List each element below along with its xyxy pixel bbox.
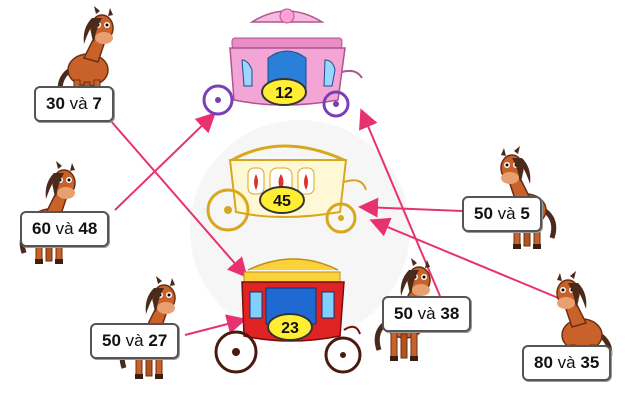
badge-red bbox=[267, 313, 313, 341]
horse-1-a: 30 bbox=[46, 94, 65, 113]
horse-label-2: 60 và 48 bbox=[20, 211, 110, 247]
horse-label-4: 50 và 5 bbox=[462, 196, 542, 232]
horse-4-conj: và bbox=[497, 204, 516, 223]
horse-4-a: 50 bbox=[474, 204, 493, 223]
horse-3-b: 27 bbox=[148, 331, 168, 350]
arrow-h6-to-gold bbox=[369, 217, 569, 303]
arrow-h2-to-pink bbox=[114, 112, 216, 211]
horse-1-b: 7 bbox=[92, 94, 102, 113]
arrow-layer bbox=[109, 108, 569, 336]
value-pink: 12 bbox=[275, 85, 293, 102]
horse-1-conj: và bbox=[69, 94, 88, 113]
horse-5-a: 50 bbox=[394, 304, 413, 323]
carriage-gold: 45 bbox=[206, 144, 367, 234]
value-gold: 45 bbox=[273, 193, 291, 210]
horse-4-b: 5 bbox=[520, 204, 530, 223]
horse-5-conj: và bbox=[417, 304, 436, 323]
horse-5-b: 38 bbox=[440, 304, 460, 323]
horse-2-conj: và bbox=[55, 219, 74, 238]
horse-label-3: 50 và 27 bbox=[90, 323, 180, 359]
arrow-h3-to-red bbox=[184, 314, 247, 336]
horse-3-a: 50 bbox=[102, 331, 121, 350]
horse-2-a: 60 bbox=[32, 219, 51, 238]
arrow-h1-to-red bbox=[109, 119, 248, 279]
badge-pink bbox=[261, 78, 307, 106]
carriage-red: 23 bbox=[214, 258, 362, 374]
horse-label-1: 30 và 7 bbox=[34, 86, 114, 122]
horse-6-conj: và bbox=[557, 353, 576, 372]
carriage-pink: 12 bbox=[202, 8, 363, 118]
badge-gold bbox=[259, 186, 305, 214]
value-red: 23 bbox=[281, 320, 299, 337]
horse-2-b: 48 bbox=[78, 219, 98, 238]
arrow-h4-to-gold bbox=[358, 197, 463, 218]
horse-label-5: 50 và 38 bbox=[382, 296, 472, 332]
horse-label-6: 80 và 35 bbox=[522, 345, 612, 381]
horse-3-conj: và bbox=[125, 331, 144, 350]
horse-6-a: 80 bbox=[534, 353, 553, 372]
horse-6-b: 35 bbox=[580, 353, 600, 372]
